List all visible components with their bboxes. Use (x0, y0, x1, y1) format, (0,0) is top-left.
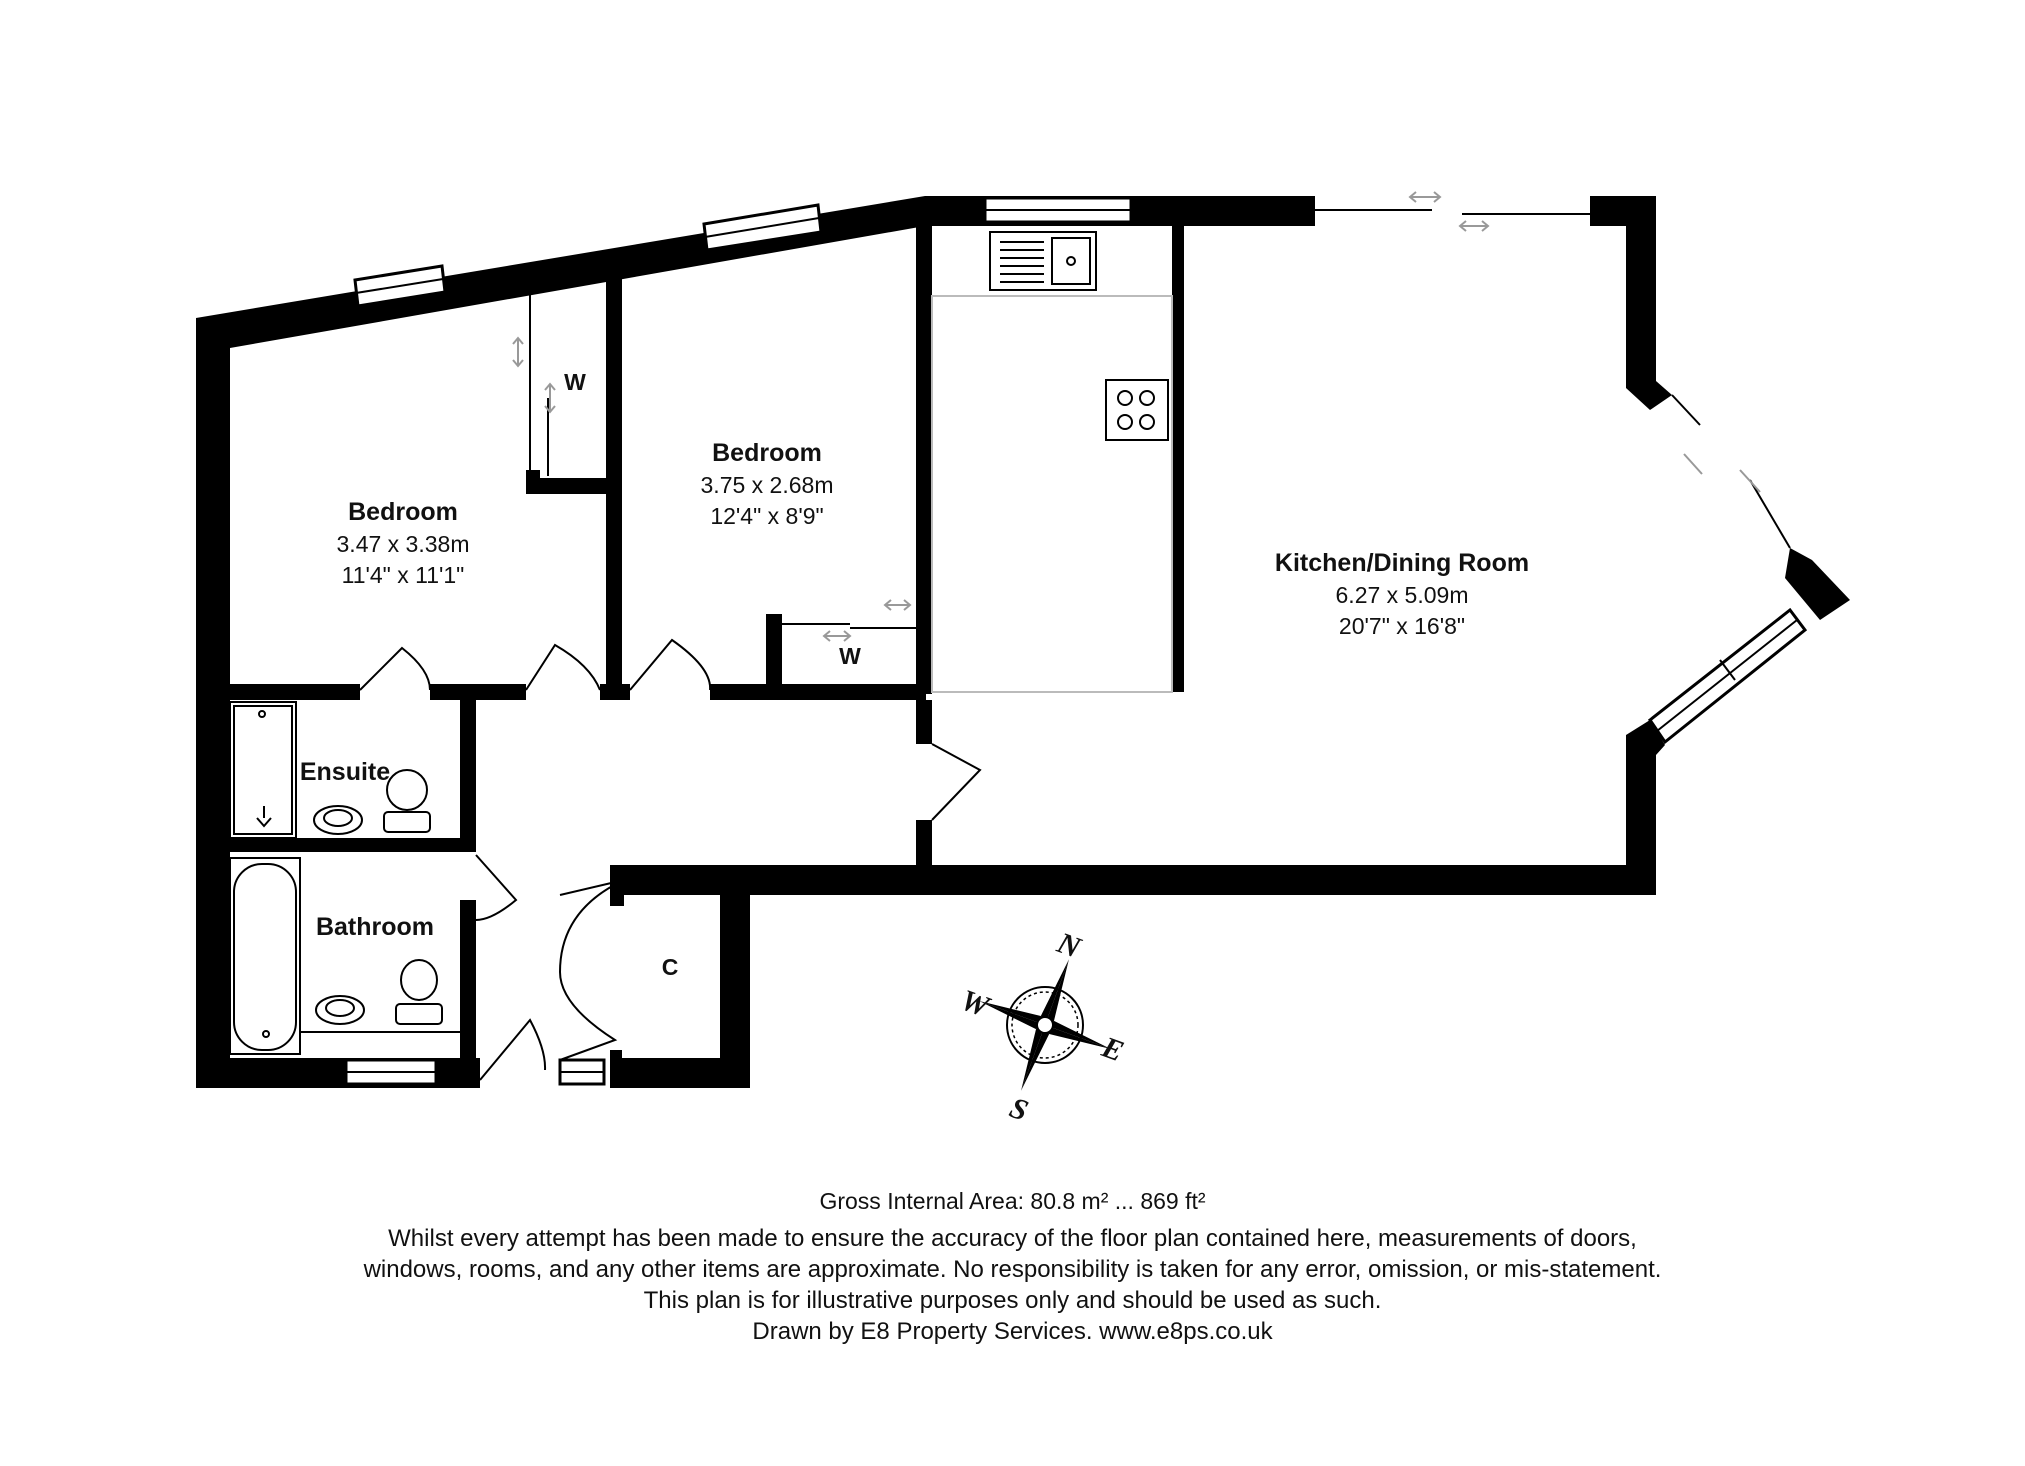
bedroom2-metric: 3.75 x 2.68m (701, 472, 834, 498)
cupboard-label: C (662, 954, 679, 980)
kitchen-name: Kitchen/Dining Room (1275, 549, 1529, 577)
bedroom1-imperial: 11'4" x 11'1" (342, 562, 465, 588)
compass-ring-icon (1006, 986, 1084, 1064)
wardrobe1-label: W (564, 369, 586, 395)
compass-star-icon (979, 959, 1111, 1091)
kitchen-units (931, 231, 1173, 693)
window-lines (346, 209, 1798, 1073)
disclaimer-line-2: windows, rooms, and any other items are … (363, 1256, 1662, 1283)
kitchen-imperial: 20'7" x 16'8" (1339, 613, 1465, 639)
compass-south: S (1005, 1091, 1032, 1128)
bathroom-name: Bathroom (316, 913, 434, 941)
bedroom2-imperial: 12'4" x 8'9" (710, 503, 823, 529)
disclaimer-line-1: Whilst every attempt has been made to en… (388, 1225, 1637, 1252)
compass-north: N (1052, 926, 1086, 965)
bedroom1-name: Bedroom (348, 498, 458, 526)
compass-east: E (1097, 1030, 1128, 1068)
door-swings (359, 638, 982, 1081)
disclaimer-line-3: This plan is for illustrative purposes o… (643, 1287, 1382, 1314)
compass-rose: N E S W (957, 926, 1128, 1128)
footer: Gross Internal Area: 80.8 m² ... 869 ft²… (0, 1188, 2025, 1347)
credit-line: Drawn by E8 Property Services. www.e8ps.… (752, 1318, 1273, 1345)
room-labels: Bedroom 3.47 x 3.38m 11'4" x 11'1" Bedro… (300, 369, 1529, 980)
kitchen-metric: 6.27 x 5.09m (1336, 582, 1469, 608)
bedroom2-name: Bedroom (712, 439, 822, 467)
ensuite-name: Ensuite (300, 758, 390, 786)
bathroom-fixtures (229, 701, 460, 1055)
bedroom1-metric: 3.47 x 3.38m (337, 531, 470, 557)
gross-internal-area: Gross Internal Area: 80.8 m² ... 869 ft² (819, 1188, 1206, 1214)
wardrobe2-label: W (839, 643, 861, 669)
door-arrows (512, 191, 1761, 642)
